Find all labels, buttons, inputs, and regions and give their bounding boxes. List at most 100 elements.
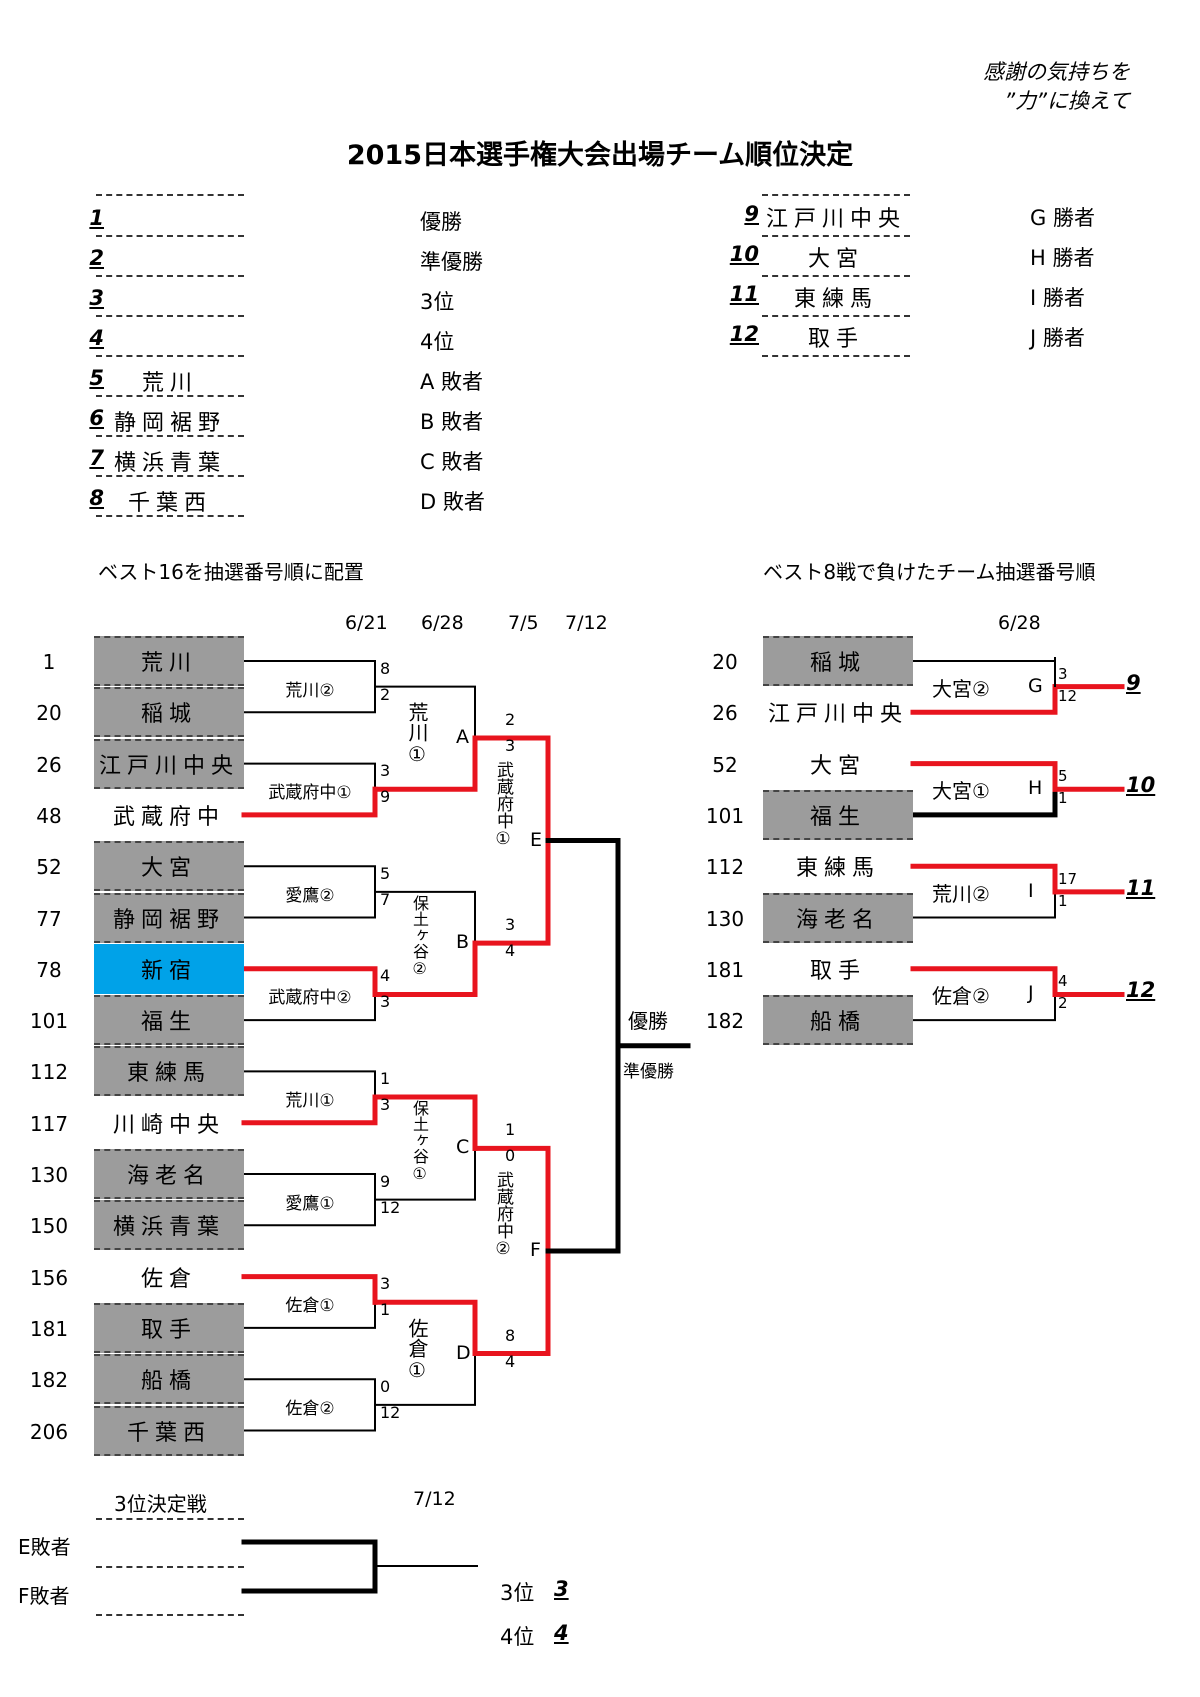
- dashed-line: [96, 194, 244, 196]
- team-name: 大宮: [809, 753, 866, 779]
- rank-team-name: 大宮: [807, 247, 864, 272]
- match-score: 2: [1058, 994, 1068, 1013]
- motto-line-2: ”力”に換えて: [1004, 89, 1130, 113]
- bracket-line: [243, 993, 376, 1022]
- team-seed-number: 1: [42, 650, 56, 674]
- winning-path-line: [241, 966, 378, 997]
- team-seed-number: 101: [705, 803, 745, 828]
- match-umpire-label: 愛鷹①: [285, 1193, 335, 1214]
- team-name: 福生: [763, 789, 913, 840]
- match-id: I: [1028, 879, 1034, 902]
- match-umpire-label: 荒川②: [285, 680, 335, 701]
- team-seed-number: 112: [29, 1060, 69, 1085]
- dashed-line: [762, 275, 910, 277]
- rank-number: 2: [89, 246, 104, 270]
- match-umpire-label: 武蔵府中①: [493, 760, 513, 849]
- bracket-line: [243, 1301, 376, 1329]
- dashed-line: [96, 435, 244, 437]
- team-name: 横浜青葉: [94, 1200, 244, 1251]
- rank-number: 4: [89, 326, 104, 350]
- team-seed-number: 48: [36, 803, 62, 828]
- match-score: 2: [380, 684, 391, 704]
- team-name: 東練馬: [795, 856, 880, 882]
- rank-number: 1: [89, 206, 104, 230]
- winning-path-line: [472, 1248, 551, 1357]
- match-umpire-label: 保土ヶ谷②: [410, 895, 429, 979]
- dashed-line: [96, 1518, 244, 1520]
- team-name: 福生: [94, 995, 244, 1046]
- date-right-bracket: 6/28: [998, 612, 1041, 634]
- team-seed-number: 26: [36, 752, 62, 777]
- team-name: 新宿: [94, 943, 244, 994]
- team-name: 船橋: [94, 1354, 244, 1405]
- bracket-line: [374, 1147, 476, 1201]
- dashed-line: [762, 355, 910, 357]
- rank-description: H 勝者: [1030, 246, 1095, 270]
- team-name: 川崎中央: [112, 1112, 225, 1138]
- rank-number: 11: [729, 282, 759, 306]
- team-seed-number: 130: [29, 1163, 69, 1187]
- match-umpire-label: 武蔵府中②: [493, 1170, 513, 1259]
- dashed-line: [96, 515, 244, 517]
- match-score: 9: [380, 1171, 391, 1191]
- match-result-rank: 10: [1126, 773, 1156, 798]
- team-seed-number: 181: [29, 1316, 69, 1341]
- dashed-line: [96, 1614, 244, 1616]
- winner-label: 優勝: [628, 1009, 668, 1033]
- bracket-line: [374, 890, 476, 945]
- rank-number: 12: [729, 322, 759, 346]
- team-seed-number: 77: [36, 906, 62, 931]
- dashed-line: [96, 1566, 244, 1568]
- match-id: A: [456, 725, 469, 748]
- match-umpire-label: 佐倉①: [405, 1317, 429, 1382]
- rank-description: A 敗者: [420, 370, 484, 394]
- dashed-line: [762, 235, 910, 237]
- dashed-line: [96, 275, 244, 277]
- team-seed-number: 52: [36, 855, 62, 880]
- match-score: 8: [505, 1325, 516, 1345]
- left-section-title: ベスト16を抽選番号順に配置: [98, 560, 364, 584]
- match-score: 12: [380, 1197, 401, 1217]
- match-score: 17: [1058, 869, 1078, 888]
- team-name: 佐倉: [140, 1266, 197, 1292]
- date-round3: 7/5: [508, 612, 539, 634]
- winning-path-line: [241, 1094, 378, 1126]
- rank-number: 8: [89, 486, 104, 510]
- match-umpire-label: 保土ヶ谷①: [410, 1100, 429, 1184]
- match-score: 3: [1058, 664, 1068, 683]
- match-id: C: [456, 1136, 470, 1159]
- winning-path-line: [472, 838, 551, 946]
- fourth-place-number: 4: [554, 1621, 569, 1645]
- winning-path-line: [472, 1145, 551, 1254]
- match-score: 8: [380, 658, 391, 678]
- rank-number: 3: [89, 286, 104, 310]
- match-id: D: [456, 1341, 471, 1364]
- match-score: 7: [380, 889, 391, 909]
- team-seed-number: 150: [29, 1214, 69, 1239]
- team-name: 大宮: [94, 841, 244, 892]
- rank-number: 5: [89, 366, 104, 390]
- rank-description: J 勝者: [1030, 326, 1085, 350]
- match-umpire-label: 荒川②: [932, 881, 990, 906]
- match-score: 1: [1058, 891, 1068, 910]
- match-score: 3: [380, 1274, 391, 1294]
- match-score: 1: [380, 1069, 391, 1089]
- date-round2: 6/28: [421, 612, 464, 634]
- team-seed-number: 182: [705, 1009, 745, 1034]
- team-seed-number: 26: [712, 701, 738, 726]
- team-name: 取手: [94, 1302, 244, 1353]
- team-seed-number: 182: [29, 1368, 69, 1393]
- team-name: 千葉西: [94, 1405, 244, 1456]
- rank-description: 3位: [420, 290, 455, 314]
- team-seed-number: 78: [36, 957, 62, 982]
- match-id: F: [530, 1238, 541, 1261]
- dashed-line: [762, 315, 910, 317]
- motto-line-1: 感謝の気持ちを: [983, 60, 1130, 84]
- match-score: 1: [1058, 789, 1068, 808]
- team-seed-number: 20: [36, 701, 62, 726]
- third-place-entrant-1: E敗者: [18, 1535, 71, 1559]
- team-name: 荒川: [94, 636, 244, 686]
- match-score: 3: [380, 992, 391, 1012]
